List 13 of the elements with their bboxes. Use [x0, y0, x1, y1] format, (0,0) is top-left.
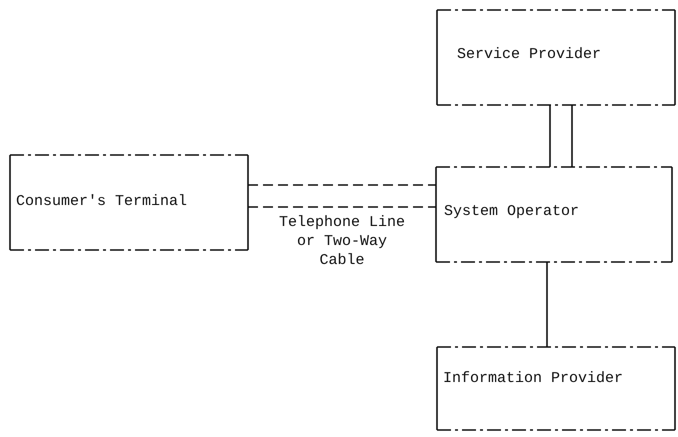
connector-line: [546, 262, 548, 347]
process-box: [437, 10, 675, 105]
connector-line: [248, 206, 436, 208]
node-label: Information Provider: [443, 370, 624, 387]
node-label: Consumer's Terminal: [16, 193, 188, 210]
connector-line: [549, 105, 551, 167]
connector-line: [248, 184, 436, 186]
process-box: [10, 155, 248, 250]
node-label: Service Provider: [457, 46, 602, 63]
process-box: [437, 347, 675, 430]
node-label: System Operator: [444, 203, 580, 220]
connector-line: [571, 105, 573, 167]
process-box: [436, 167, 672, 262]
